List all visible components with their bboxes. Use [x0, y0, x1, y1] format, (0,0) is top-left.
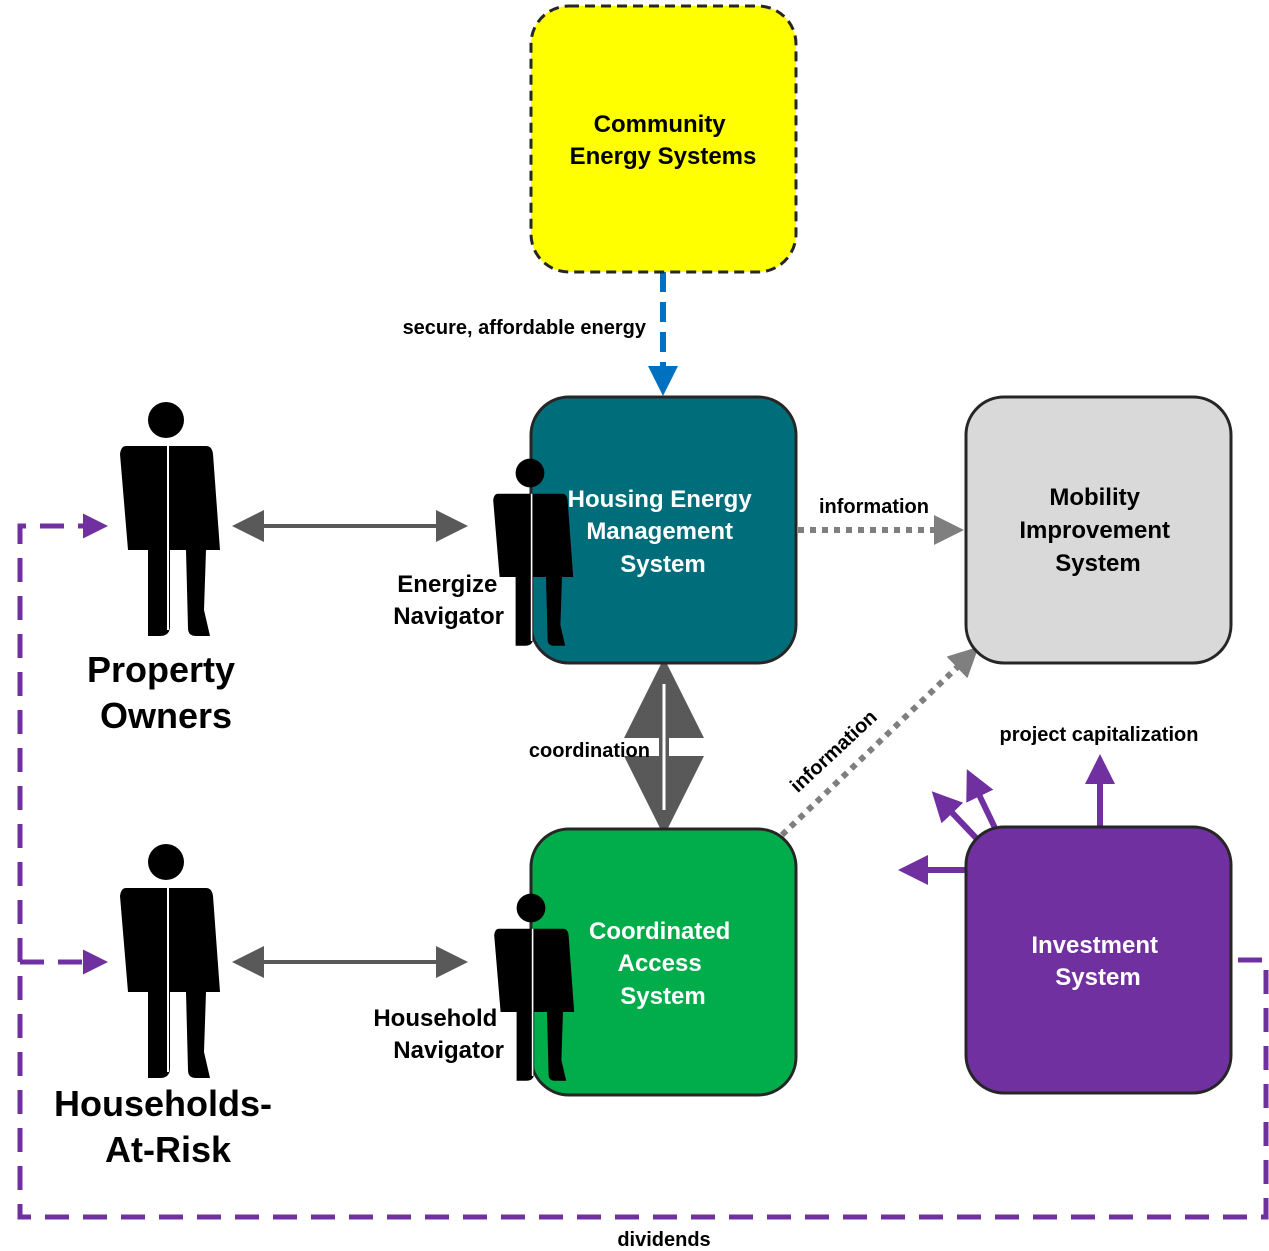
mobility-label-1: Mobility: [1049, 484, 1140, 511]
household-navigator-label-1: Household: [373, 1005, 497, 1032]
coordination-edge-label: coordination: [529, 740, 650, 762]
info-top-edge-label: information: [819, 496, 929, 518]
svg-text:Investment System: Investment System: [1031, 932, 1164, 991]
svg-text:Mobility Improvement S: Mobility Improvement System: [1019, 484, 1176, 577]
info-arrow-diag: [779, 646, 979, 838]
mobility-node: [964, 395, 1233, 665]
svg-text:Coordinated Access Sys: Coordinated Access System: [589, 918, 737, 1010]
energize-navigator-label-1: Energize: [397, 571, 497, 598]
dividends-loop: [17, 513, 1269, 1220]
housing-label-3: System: [620, 551, 705, 578]
investment-label-2: System: [1055, 964, 1140, 991]
svg-text:Housing Energy Management: Housing Energy Management System: [568, 486, 759, 578]
svg-text:Household Navigator: Household Navigator: [373, 1005, 504, 1064]
investment-node: [964, 825, 1233, 1095]
household-navigator-label-2: Navigator: [393, 1037, 504, 1064]
dividends-edge-label: dividends: [617, 1229, 710, 1251]
housing-label-1: Housing Energy: [568, 486, 753, 513]
svg-text:Property Owners: Property Owners: [87, 649, 245, 736]
community-label-1: Community: [594, 111, 727, 138]
invest-arrow-diag1: [931, 791, 981, 843]
svg-text:Energize Navigator: Energize Navigator: [393, 571, 504, 630]
households-icon: [119, 843, 221, 1079]
property-owners-icon: [119, 401, 221, 637]
capitalization-edge-label: project capitalization: [1000, 724, 1199, 746]
property-owners-label-2: Owners: [100, 695, 232, 736]
energize-navigator-label-2: Navigator: [393, 603, 504, 630]
svg-text:Community Energy Systems: Community Energy Systems: [570, 111, 757, 170]
invest-arrow-diag2: [966, 769, 998, 830]
households-label-2: At-Risk: [105, 1129, 232, 1170]
housing-label-2: Management: [586, 518, 733, 545]
investment-label-1: Investment: [1031, 932, 1158, 959]
energy-edge-label: secure, affordable energy: [403, 317, 647, 339]
households-label-1: Households-: [54, 1083, 272, 1124]
coordinated-label-1: Coordinated: [589, 918, 730, 945]
mobility-label-2: Improvement: [1019, 517, 1170, 544]
svg-text:Households- At-Risk: Households- At-Risk: [54, 1083, 282, 1170]
community-label-2: Energy Systems: [570, 143, 757, 170]
coordinated-label-3: System: [620, 983, 705, 1010]
mobility-label-3: System: [1055, 550, 1140, 577]
coordinated-label-2: Access: [618, 950, 702, 977]
community-energy-node: [529, 4, 798, 274]
property-owners-label-1: Property: [87, 649, 235, 690]
